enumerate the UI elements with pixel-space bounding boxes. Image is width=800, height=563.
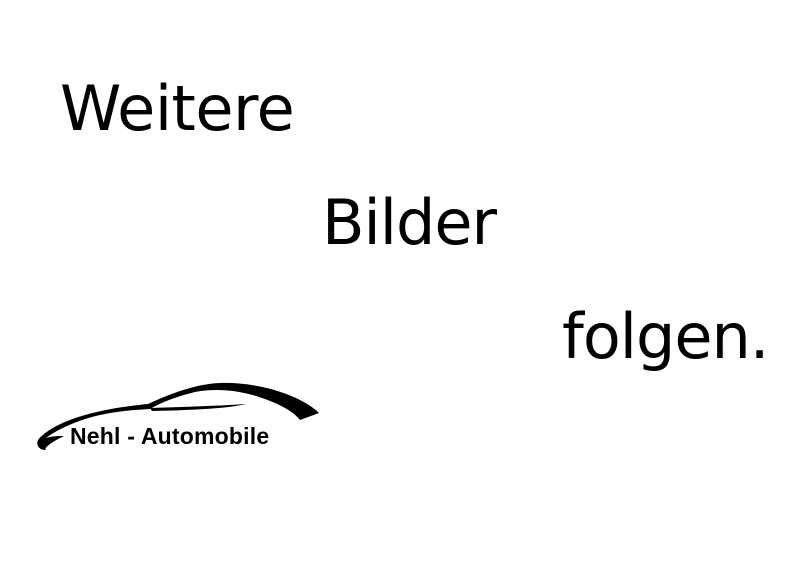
car-silhouette-icon xyxy=(37,382,319,450)
brand-name: Nehl - Automobile xyxy=(70,423,270,449)
dealer-logo: Nehl - Automobile xyxy=(30,370,330,460)
message-word-folgen: folgen. xyxy=(562,300,769,373)
message-word-bilder: Bilder xyxy=(322,186,497,259)
message-word-weitere: Weitere xyxy=(60,72,295,145)
